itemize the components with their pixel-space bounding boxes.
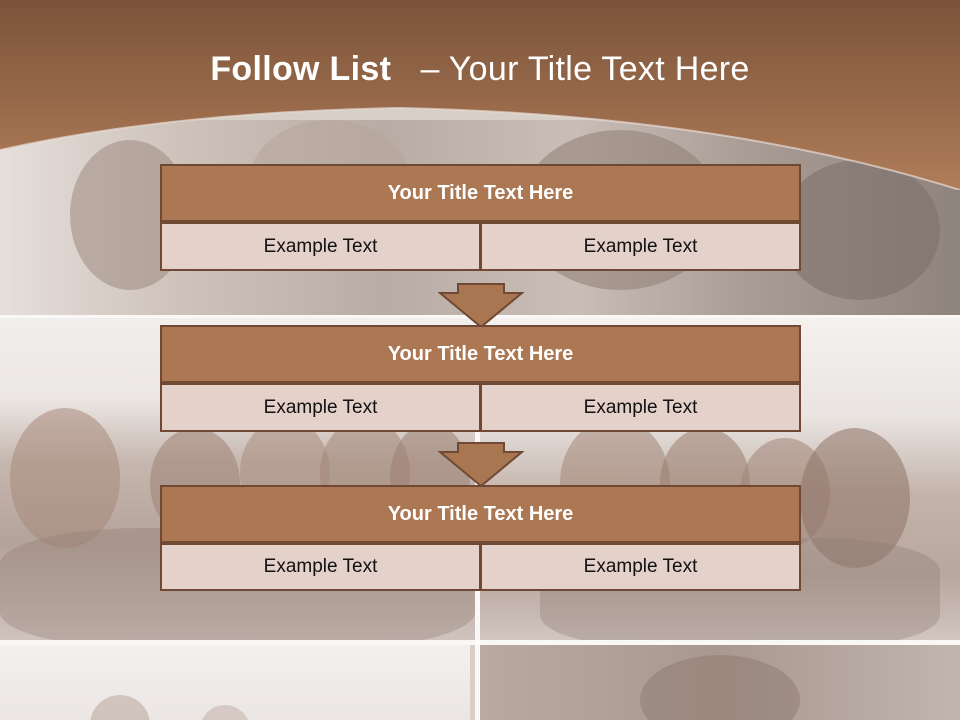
follow-list-item-left-text: Example Text: [160, 222, 481, 271]
down-arrow-icon: [438, 442, 524, 488]
page-title: Follow List – Your Title Text Here: [0, 50, 960, 89]
header-band: [0, 0, 960, 190]
page-title-rest: – Your Title Text Here: [420, 50, 750, 88]
follow-list-item-left-text: Example Text: [160, 383, 481, 432]
follow-list-item-title: Your Title Text Here: [160, 325, 801, 383]
background-photo-bottom-right: [480, 645, 960, 720]
background-photo-bottom-left: [0, 645, 470, 720]
follow-list-item-title: Your Title Text Here: [160, 485, 801, 543]
follow-list-item-right-text: Example Text: [480, 222, 801, 271]
follow-list-item-title: Your Title Text Here: [160, 164, 801, 222]
page-title-separator: [401, 50, 411, 88]
down-arrow-icon: [438, 283, 524, 329]
follow-list-item-left-text: Example Text: [160, 543, 481, 591]
follow-list-item-right-text: Example Text: [480, 543, 801, 591]
follow-list-item-right-text: Example Text: [480, 383, 801, 432]
page-title-bold: Follow List: [210, 50, 392, 88]
